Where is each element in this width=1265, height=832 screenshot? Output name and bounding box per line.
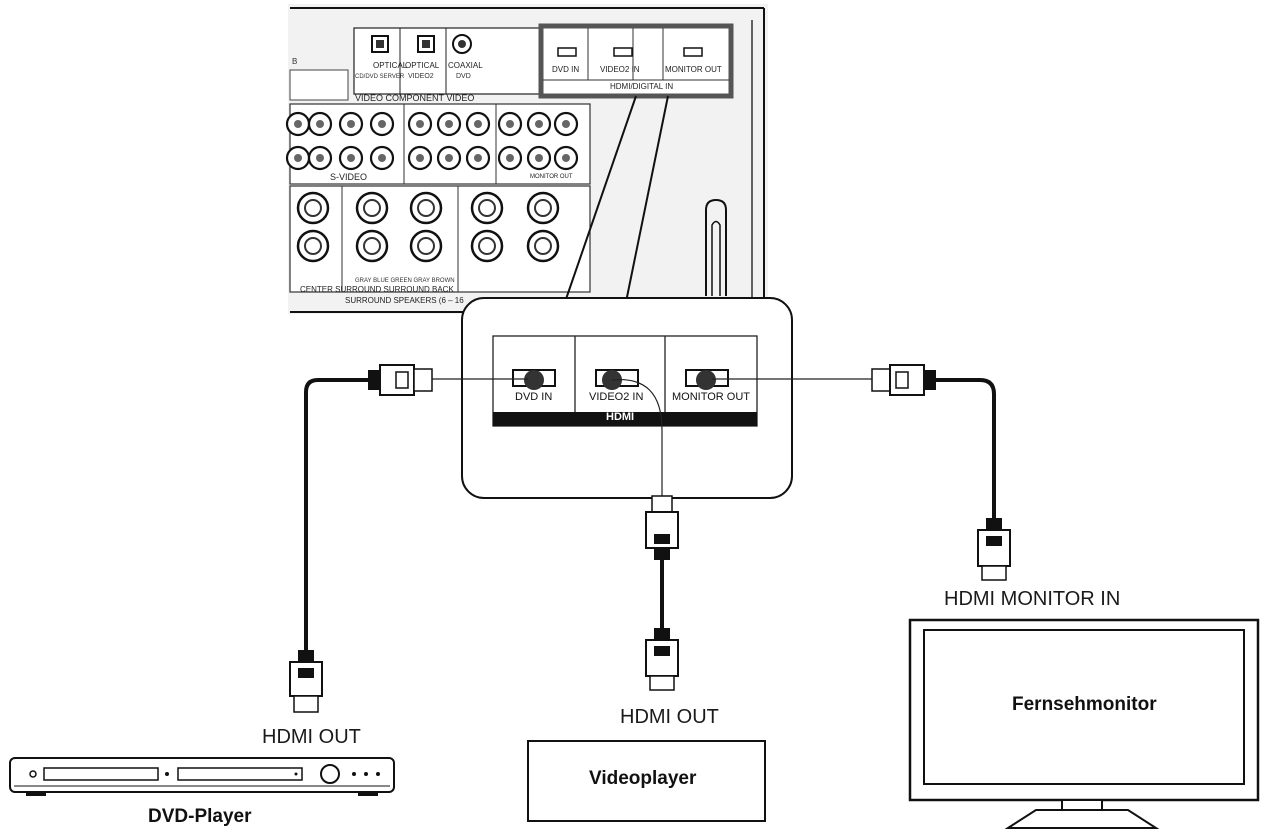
optical-label-1: OPTICAL [373, 61, 408, 70]
video-player-label: Videoplayer [589, 768, 697, 789]
small-hdmi-port-dvd: DVD IN [552, 65, 579, 74]
optical-label-2: OPTICAL [405, 61, 440, 70]
speaker-caption-2: CENTER SURROUND SURROUND BACK [300, 285, 454, 294]
zoom-port-monitor-out: MONITOR OUT [672, 391, 751, 403]
speaker-caption-1: GRAY BLUE GREEN GRAY BROWN [355, 278, 455, 284]
video-hdmi-out-label: HDMI OUT [620, 706, 719, 728]
hdmi-plug-video-bottom [645, 628, 679, 691]
monitor-out-plug-dot [696, 370, 716, 390]
callout-line-right [625, 95, 669, 303]
optical-sub-2: VIDEO2 [408, 73, 434, 80]
hdmi-plug-dvd-top [368, 364, 433, 396]
callout-line-left [564, 95, 637, 303]
monitor-out-small: MONITOR OUT [530, 174, 573, 180]
hdmi-plug-monitor-top [871, 364, 936, 396]
small-hdmi-port-video2: VIDEO2 IN [600, 65, 640, 74]
hdmi-zoom-panel [461, 297, 793, 499]
dvd-in-plug-dot [524, 370, 544, 390]
dvd-player-label: DVD-Player [148, 806, 252, 827]
speaker-caption-3: SURROUND SPEAKERS (6 – 16 [345, 296, 464, 305]
zoom-port-dvd-in: DVD IN [515, 391, 553, 403]
optical-sub-1: CD/DVD SERVER [355, 74, 405, 80]
dvd-player-drawing [9, 757, 395, 796]
svg-text:B: B [292, 57, 297, 66]
small-hdmi-caption: HDMI/DIGITAL IN [610, 82, 673, 91]
video-player-box [527, 740, 766, 822]
monitor-cable [935, 378, 996, 520]
hdmi-plug-monitor-bottom [977, 518, 1011, 581]
svideo-caption: S-VIDEO [330, 172, 367, 182]
dvd-hdmi-out-label: HDMI OUT [262, 726, 361, 748]
coaxial-sub: DVD [456, 73, 471, 80]
video-caption: VIDEO COMPONENT VIDEO [355, 93, 474, 103]
coaxial-label: COAXIAL [448, 61, 483, 70]
dvd-cable [304, 378, 372, 650]
small-hdmi-port-monitor: MONITOR OUT [665, 65, 722, 74]
tv-label: Fernsehmonitor [1012, 694, 1157, 715]
receiver-rear-panel: OPTICAL OPTICAL COAXIAL CD/DVD SERVER VI… [285, 4, 768, 314]
monitor-hdmi-in-label: HDMI MONITOR IN [944, 588, 1121, 610]
zoom-hdmi-caption: HDMI [606, 411, 635, 423]
hdmi-plug-dvd-bottom [289, 650, 323, 713]
zoom-port-video2-in: VIDEO2 IN [589, 391, 644, 403]
hdmi-plug-video-top [645, 495, 679, 560]
tv-drawing [908, 618, 1260, 829]
